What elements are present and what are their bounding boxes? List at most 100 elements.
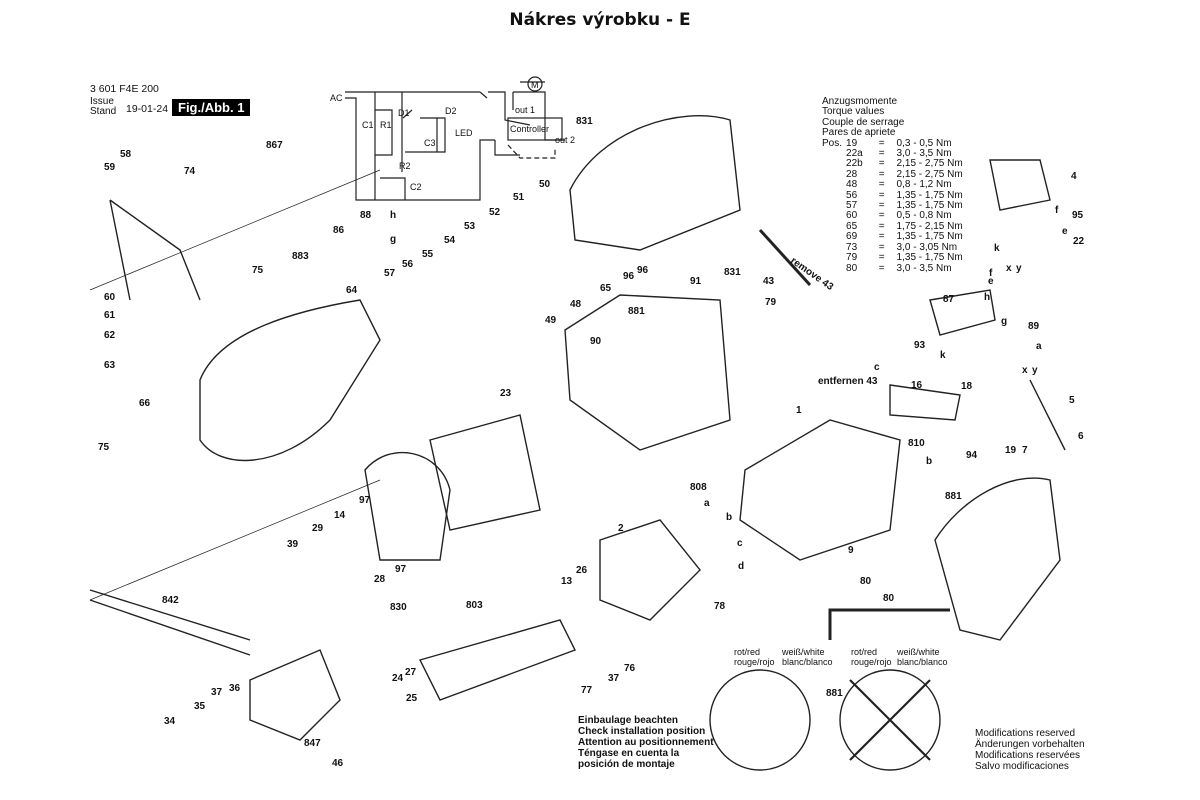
part-label: 49 <box>545 315 557 326</box>
part-label: 881 <box>628 306 645 317</box>
torque-row: Pos.19=0,3 - 0,5 Nm <box>822 137 967 149</box>
part-label: 50 <box>539 179 551 190</box>
part-label: 39 <box>287 539 299 550</box>
wire-red: rot/red <box>851 647 878 657</box>
torque-heading: Pares de apriete <box>822 127 896 139</box>
torque-row: 79=1,35 - 1,75 Nm <box>822 252 967 263</box>
torque-pos: 73 <box>846 241 858 253</box>
equals: = <box>878 262 885 274</box>
circuit-label: AC <box>330 93 343 103</box>
part-label: 6 <box>1078 431 1084 442</box>
part-label: 55 <box>422 249 434 260</box>
torque-pos: 48 <box>846 179 858 191</box>
equals: = <box>878 179 885 191</box>
torque-value: 1,75 - 2,15 Nm <box>896 220 963 232</box>
note-line: Einbaulage beachten <box>578 715 679 726</box>
torque-pos: 56 <box>846 189 858 201</box>
part-label: 27 <box>405 667 417 678</box>
part-label: 52 <box>489 207 501 218</box>
part-label: 80 <box>860 576 872 587</box>
part-label: 63 <box>104 360 116 371</box>
part-label: 75 <box>252 265 264 276</box>
equals: = <box>878 231 885 243</box>
part-label: c <box>737 538 743 549</box>
part-label: 97 <box>395 564 407 575</box>
torque-pos: 65 <box>846 220 858 232</box>
part-label: 22 <box>1073 236 1085 247</box>
part-label: 77 <box>581 685 593 696</box>
torque-row: 22a = 3,0 - 3,5 Nm <box>822 148 967 160</box>
note-line: Téngase en cuenta la <box>578 748 680 759</box>
part-label: 830 <box>390 602 407 613</box>
part-label: 86 <box>333 225 345 236</box>
note-line: Check installation position <box>578 726 706 737</box>
part-label: 867 <box>266 140 283 151</box>
part-label: 65 <box>600 283 612 294</box>
part-label: 64 <box>346 285 358 296</box>
circuit-label: C1 <box>362 120 374 130</box>
part-label: 97 <box>359 495 371 506</box>
note-line: Modifications reservées <box>975 750 1081 761</box>
part-label: 26 <box>576 565 588 576</box>
part-label: 1 <box>796 405 802 416</box>
equals: = <box>878 168 885 180</box>
equals: = <box>878 148 885 160</box>
part-label: f <box>1055 205 1059 216</box>
part-label: 36 <box>229 683 241 694</box>
circuit-label: out 1 <box>515 105 535 115</box>
part-label: 96 <box>623 271 635 282</box>
torque-heading: Anzugsmomente <box>822 96 898 107</box>
part-label: x <box>1022 365 1028 376</box>
part-label: 9 <box>848 545 854 556</box>
torque-value: 0,8 - 1,2 Nm <box>896 179 952 191</box>
part-label: 87 <box>943 294 955 305</box>
part-label: 881 <box>826 688 843 699</box>
torque-pos: 57 <box>846 200 858 212</box>
part-label: 80 <box>883 593 895 604</box>
torque-pos: 19 <box>846 137 858 149</box>
part-label: 93 <box>914 340 926 351</box>
issue-date: 19-01-24 <box>126 103 169 115</box>
torque-value: 0,5 - 0,8 Nm <box>896 210 952 222</box>
part-label: 34 <box>164 716 176 727</box>
part-label: 96 <box>637 265 649 276</box>
torque-row: 65=1,75 - 2,15 Nm <box>822 220 967 232</box>
part-label: x <box>1006 263 1012 274</box>
torque-value: 3,0 - 3,05 Nm <box>896 241 958 253</box>
part-label: 54 <box>444 235 456 246</box>
entfernen-note: entfernen 43 <box>818 376 878 387</box>
part-label: 831 <box>724 267 741 278</box>
part-label: c <box>874 362 880 373</box>
circuit-label: M <box>531 80 539 90</box>
part-label: k <box>994 243 1000 254</box>
note-line: Salvo modificaciones <box>975 761 1069 772</box>
wire-white: blanc/blanco <box>897 657 948 667</box>
part-label: h <box>390 210 396 221</box>
torque-row: 73=3,0 - 3,05 Nm <box>822 241 967 253</box>
part-label: 66 <box>139 398 151 409</box>
circuit-label: C3 <box>424 138 436 148</box>
part-label: 808 <box>690 482 707 493</box>
part-label: 847 <box>304 738 321 749</box>
torque-pos: 22a <box>846 148 863 160</box>
torque-pos: 80 <box>846 262 858 274</box>
part-label: 56 <box>402 259 414 270</box>
part-label: 18 <box>961 381 973 392</box>
circuit-schematic <box>345 76 565 201</box>
part-label: 76 <box>624 663 636 674</box>
part-label: 78 <box>714 601 726 612</box>
wire-red: rot/red <box>734 647 761 657</box>
remove-note: remove 43 <box>788 255 835 293</box>
part-label: 7 <box>1022 445 1028 456</box>
part-label: 23 <box>500 388 512 399</box>
part-label: 2 <box>618 523 624 534</box>
torque-value: 3,0 - 3,5 Nm <box>896 148 952 160</box>
part-label: 883 <box>292 251 309 262</box>
part-label: b <box>926 456 932 467</box>
